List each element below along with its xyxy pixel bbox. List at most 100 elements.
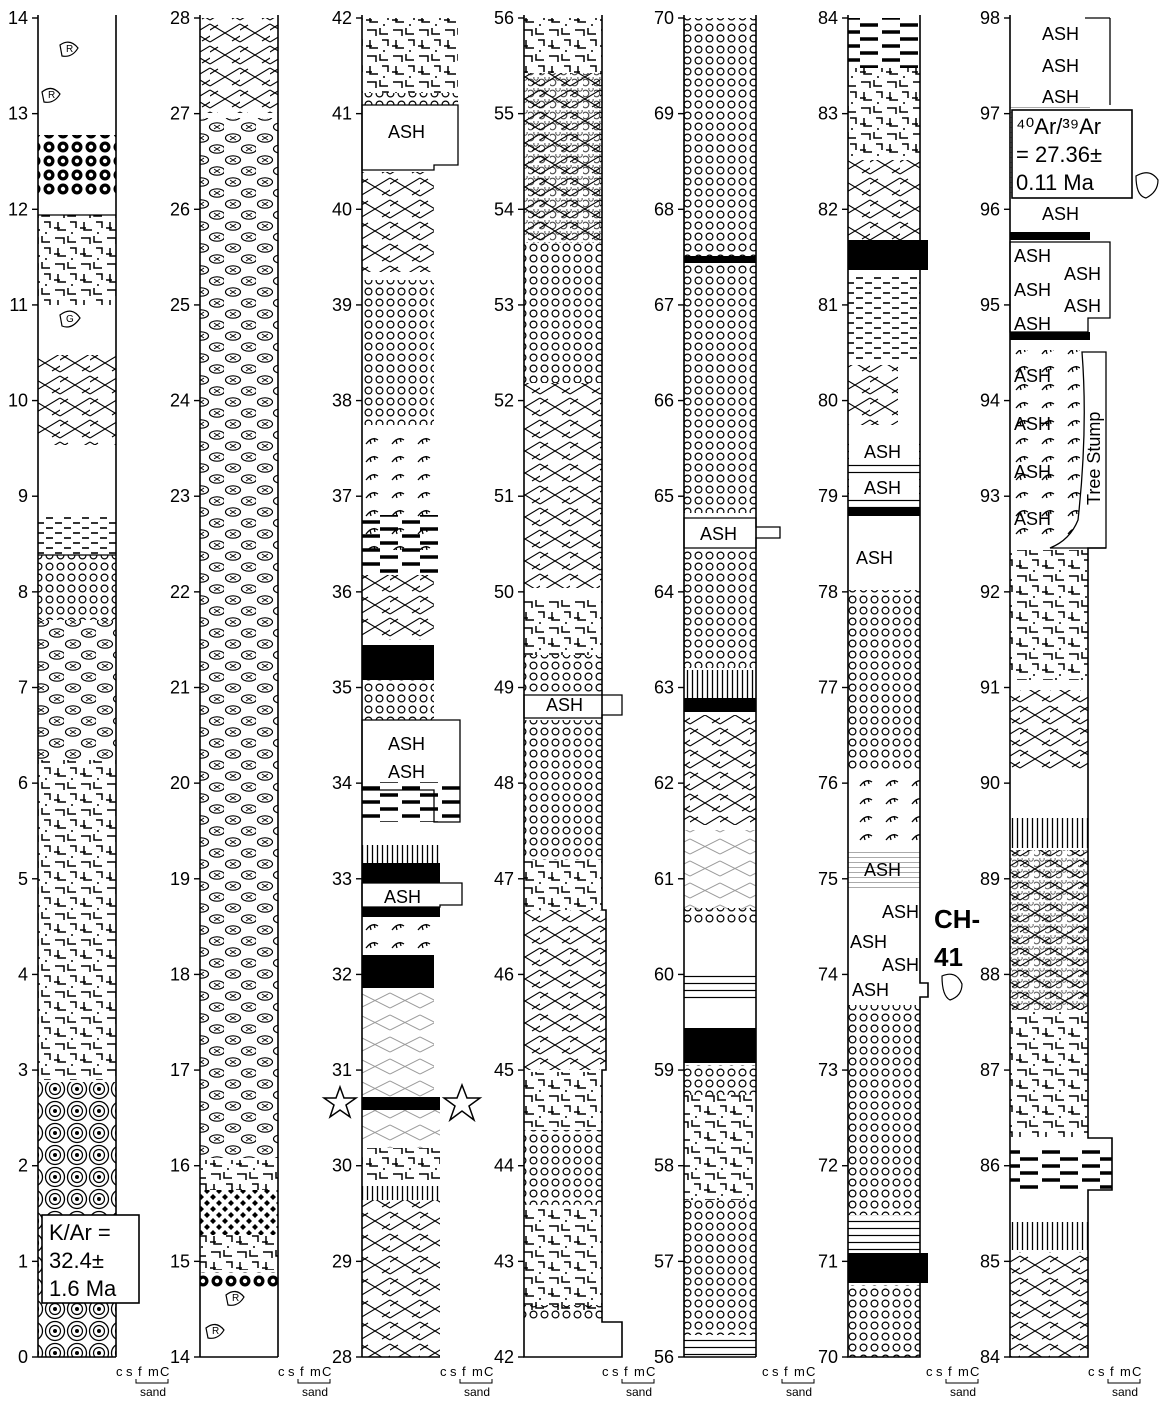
black-dots-unit <box>38 135 116 195</box>
depth-tick-label: 59 <box>654 1060 674 1080</box>
svg-text:ASH: ASH <box>852 980 889 1000</box>
depth-tick-label: 15 <box>170 1251 190 1271</box>
coal-bed <box>848 508 920 516</box>
grain-size-label: m <box>310 1364 321 1379</box>
grain-size-label: c <box>278 1364 285 1379</box>
depth-tick-label: 82 <box>818 199 838 219</box>
depth-tick-label: 5 <box>18 869 28 889</box>
depth-tick-label: 90 <box>980 773 1000 793</box>
depth-tick-label: 41 <box>332 104 352 124</box>
grain-size-label: C <box>322 1364 331 1379</box>
depth-tick-label: 75 <box>818 869 838 889</box>
svg-text:ASH: ASH <box>1014 280 1051 300</box>
pebble-unit <box>524 720 602 860</box>
depth-tick-label: 87 <box>980 1060 1000 1080</box>
root-symbol: R <box>226 1291 244 1305</box>
pebble-overlay <box>1010 850 1088 1010</box>
sand-bracket <box>946 1379 978 1383</box>
laminated-unit <box>848 1215 920 1255</box>
depth-tick-label: 94 <box>980 391 1000 411</box>
cross-unit <box>684 715 756 825</box>
depth-tick-label: 91 <box>980 678 1000 698</box>
depth-tick-label: 2 <box>18 1156 28 1176</box>
pebble-unit <box>848 1005 920 1215</box>
depth-tick-label: 63 <box>654 678 674 698</box>
sand-label: sand <box>140 1385 166 1399</box>
grain-size-label: m <box>958 1364 969 1379</box>
svg-text:ASH: ASH <box>1014 462 1051 482</box>
depth-tick-label: 70 <box>654 8 674 28</box>
depth-tick-label: 25 <box>170 295 190 315</box>
depth-tick-label: 16 <box>170 1156 190 1176</box>
depth-tick-label: 9 <box>18 486 28 506</box>
bar-unit <box>362 515 438 575</box>
svg-text:1.6 Ma: 1.6 Ma <box>49 1276 117 1301</box>
pebble-unit <box>848 1285 920 1357</box>
root-unit <box>38 760 116 980</box>
pebble-band <box>362 680 434 720</box>
grain-size-label: c <box>116 1364 123 1379</box>
svg-text:ASH: ASH <box>1042 56 1079 76</box>
svg-text:ASH: ASH <box>1064 264 1101 284</box>
cross-unit <box>362 1200 440 1357</box>
depth-tick-label: 11 <box>9 295 28 315</box>
depth-tick-label: 24 <box>170 391 190 411</box>
grain-size-label: s <box>772 1364 779 1379</box>
grain-size-label: C <box>484 1364 493 1379</box>
depth-tick-label: 42 <box>332 8 352 28</box>
depth-tick-label: 60 <box>654 964 674 984</box>
root-symbol: R <box>42 88 60 102</box>
depth-tick-label: 51 <box>494 486 514 506</box>
depth-tick-label: 69 <box>654 104 674 124</box>
grain-size-label: m <box>472 1364 483 1379</box>
pebble-band <box>362 93 458 105</box>
svg-text:ASH: ASH <box>700 524 737 544</box>
grain-size-label: s <box>936 1364 943 1379</box>
depth-tick-label: 23 <box>170 486 190 506</box>
coal-bed <box>684 698 756 712</box>
nodule-root-unit <box>38 620 116 760</box>
root-pebble-unit <box>1010 1012 1088 1137</box>
coal-bed <box>1010 232 1090 240</box>
depth-tick-label: 54 <box>494 199 514 219</box>
root-unit <box>524 600 602 655</box>
svg-text:0.11 Ma: 0.11 Ma <box>1016 170 1095 195</box>
depth-tick-label: 96 <box>980 199 1000 219</box>
vertical-line-unit <box>362 845 440 863</box>
svg-text:ASH: ASH <box>1042 24 1079 44</box>
depth-tick-label: 71 <box>818 1251 838 1271</box>
depth-tick-label: 34 <box>332 773 352 793</box>
depth-tick-label: 98 <box>980 8 1000 28</box>
svg-text:R: R <box>212 1326 219 1337</box>
depth-tick-label: 45 <box>494 1060 514 1080</box>
grain-size-label: f <box>1110 1364 1114 1379</box>
sand-bracket <box>460 1379 492 1383</box>
coal-bed <box>362 645 434 680</box>
depth-tick-label: 66 <box>654 391 674 411</box>
depth-tick-label: 27 <box>170 104 190 124</box>
depth-tick-label: 74 <box>818 964 838 984</box>
sand-bracket <box>298 1379 330 1383</box>
depth-tick-label: 31 <box>332 1060 352 1080</box>
depth-tick-label: 20 <box>170 773 190 793</box>
pebble-unit <box>524 655 602 695</box>
depth-tick-label: 65 <box>654 486 674 506</box>
depth-tick-label: 12 <box>8 199 28 219</box>
grain-size-label: f <box>624 1364 628 1379</box>
depth-tick-label: 13 <box>8 104 28 124</box>
sand-label: sand <box>786 1385 812 1399</box>
pebble-overlay <box>524 73 602 243</box>
grain-size-label: s <box>450 1364 457 1379</box>
coal-bed <box>362 955 434 988</box>
pebble-unit <box>524 1130 602 1205</box>
pebble-unit <box>684 263 756 513</box>
dash-unit <box>38 515 116 555</box>
depth-tick-label: 46 <box>494 964 514 984</box>
svg-text:ASH: ASH <box>864 442 901 462</box>
depth-tick-label: 81 <box>818 295 838 315</box>
depth-tick-label: 48 <box>494 773 514 793</box>
pebble-unit <box>38 555 116 620</box>
root-unit <box>200 1160 278 1190</box>
grain-size-label: f <box>462 1364 466 1379</box>
